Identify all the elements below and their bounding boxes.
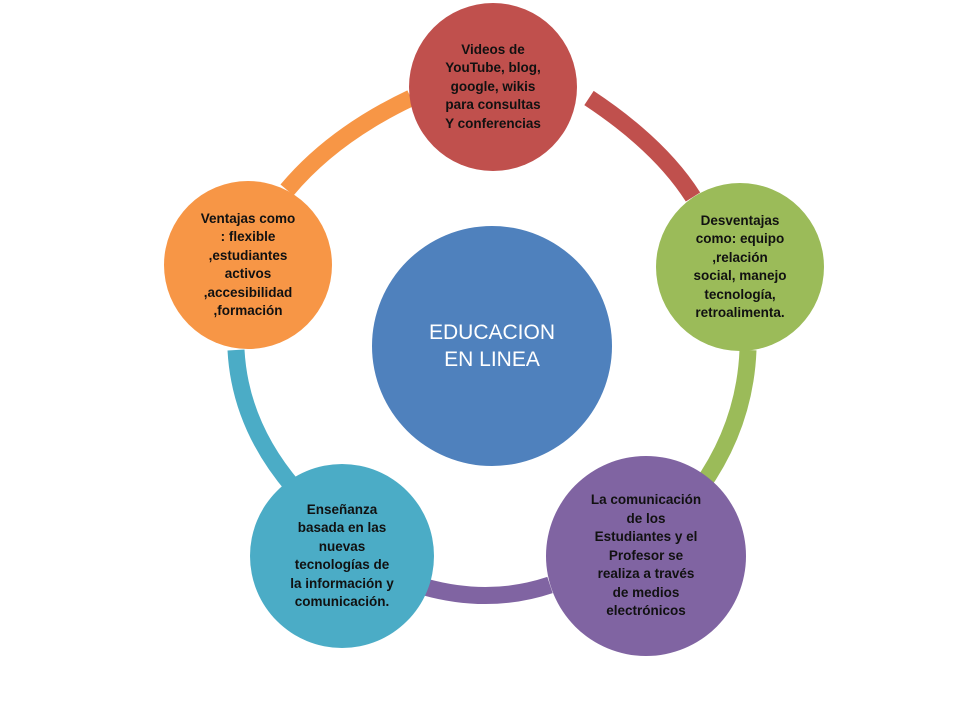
node-label-left: Ventajas como : flexible ,estudiantes ac… xyxy=(200,210,296,319)
arc-right-to-bottom-right xyxy=(693,349,757,493)
node-circle-left xyxy=(164,181,332,349)
node-circle-top xyxy=(409,3,577,171)
arc-bottom-right-to-bottom-left xyxy=(422,576,553,604)
node-label-bottom-right: La comunicación de los Estudiantes y el … xyxy=(590,492,702,619)
node-label-bottom-left: Enseñanza basada en las nuevas tecnologí… xyxy=(290,501,394,610)
center-label: EDUCACION EN LINEA xyxy=(428,321,555,371)
arc-left-to-top xyxy=(280,90,415,196)
node-circle-bottom-right xyxy=(546,456,746,656)
node-circle-right xyxy=(656,183,824,351)
node-label-right: Desventajas como: equipo ,relación socia… xyxy=(693,212,787,321)
node-circle-bottom-left xyxy=(250,464,434,648)
arc-bottom-left-to-left xyxy=(227,349,301,494)
arc-top-to-right xyxy=(584,90,701,202)
node-label-top: Videos de YouTube, blog, google, wikis p… xyxy=(445,41,541,131)
center-circle xyxy=(372,226,612,466)
